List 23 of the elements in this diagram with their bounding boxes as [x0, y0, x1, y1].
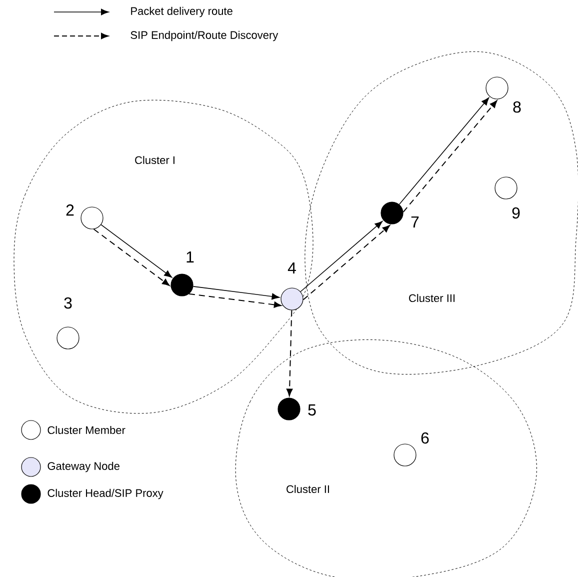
arrow [100, 224, 172, 278]
legend-label: Cluster Head/SIP Proxy [48, 488, 164, 500]
arrow [398, 97, 490, 205]
arrow [300, 221, 383, 292]
node-number: 9 [512, 207, 520, 219]
node-number: 5 [308, 404, 316, 416]
node-number: 2 [66, 204, 74, 216]
legend-label: Cluster Member [48, 426, 126, 434]
node-number: 1 [186, 252, 194, 262]
arrow [302, 225, 390, 300]
arrow [192, 286, 280, 300]
node-number: 8 [513, 101, 521, 113]
arrow [286, 310, 293, 396]
arrow [188, 293, 282, 308]
arrow [402, 100, 498, 212]
arrow [93, 228, 170, 286]
node-number: 4 [288, 262, 296, 274]
legend-label: SIP Endpoint/Route Discovery [130, 30, 278, 42]
legend-label: Gateway Node [48, 462, 120, 472]
node-number: 7 [411, 216, 419, 228]
legend-label: Packet delivery route [131, 6, 232, 18]
node-number: 3 [64, 297, 72, 309]
node-number: 6 [421, 432, 429, 444]
